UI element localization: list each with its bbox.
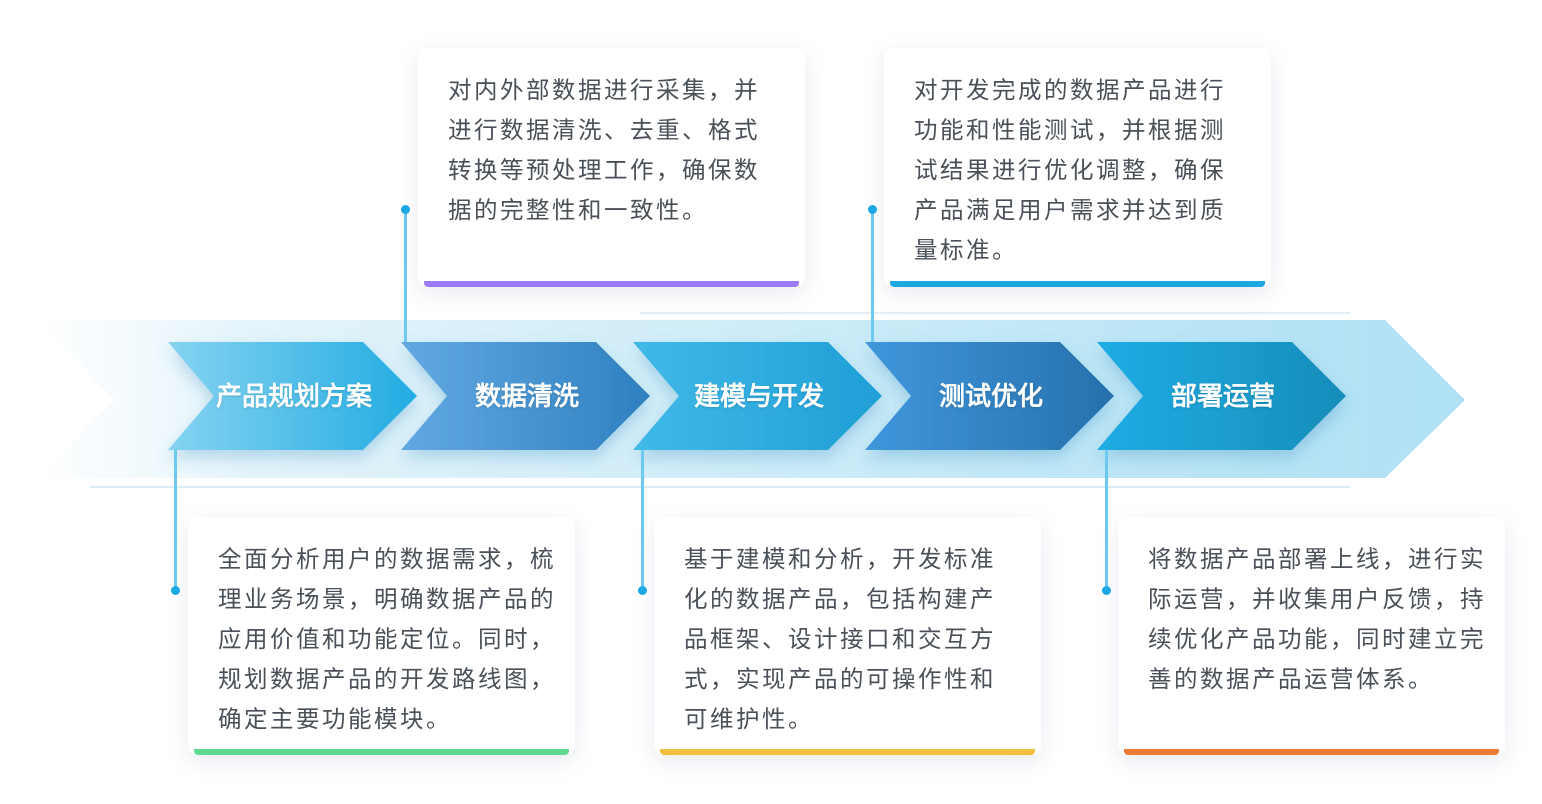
description-line: 理业务场景，明确数据产品的	[218, 585, 556, 613]
step-chevron	[865, 342, 1114, 450]
description-line: 规划数据产品的开发路线图，	[218, 665, 556, 693]
description-line: 应用价值和功能定位。同时，	[218, 625, 556, 653]
connector-dot	[868, 205, 877, 214]
step-label: 建模与开发	[693, 382, 824, 412]
connector-dot	[171, 586, 180, 595]
card-accent-bar	[1124, 749, 1499, 755]
connector-dot	[638, 586, 647, 595]
step-label: 测试优化	[938, 382, 1043, 412]
description-line: 产品满足用户需求并达到质	[914, 196, 1226, 224]
step-description-card: 对开发完成的数据产品进行功能和性能测试，并根据测试结果进行优化调整，确保产品满足…	[884, 48, 1271, 287]
connector-line	[871, 210, 874, 342]
step-label: 数据清洗	[474, 382, 579, 412]
step-description-card: 对内外部数据进行采集，并进行数据清洗、去重、格式转换等预处理工作，确保数据的完整…	[418, 48, 805, 287]
connector-dot	[401, 205, 410, 214]
step-description-card: 基于建模和分析，开发标准化的数据产品，包括构建产品框架、设计接口和交互方式，实现…	[654, 517, 1041, 755]
connector-line	[1105, 450, 1108, 590]
description-line: 进行数据清洗、去重、格式	[448, 116, 760, 144]
step-label: 产品规划方案	[215, 382, 372, 412]
description-line: 对内外部数据进行采集，并	[448, 76, 760, 104]
description-line: 善的数据产品运营体系。	[1148, 665, 1434, 693]
card-accent-bar	[424, 281, 799, 287]
step-label: 部署运营	[1170, 382, 1275, 412]
description-line: 据的完整性和一致性。	[448, 196, 708, 224]
description-line: 化的数据产品，包括构建产	[684, 585, 996, 613]
description-line: 可维护性。	[684, 705, 814, 733]
card-accent-bar	[660, 749, 1035, 755]
step-description-card: 全面分析用户的数据需求，梳理业务场景，明确数据产品的应用价值和功能定位。同时， 规…	[188, 517, 575, 755]
description-line: 确定主要功能模块。	[218, 705, 452, 733]
description-line: 品框架、设计接口和交互方	[684, 625, 996, 653]
connector-line	[404, 210, 407, 342]
card-accent-bar	[194, 749, 569, 755]
connector-dot	[1102, 586, 1111, 595]
step-description-card: 将数据产品部署上线，进行实际运营，并收集用户反馈，持续优化产品功能，同时建立完善…	[1118, 517, 1505, 755]
step-chevron	[633, 342, 882, 450]
description-line: 续优化产品功能，同时建立完	[1148, 625, 1486, 653]
description-line: 全面分析用户的数据需求，梳	[218, 545, 556, 573]
description-line: 基于建模和分析，开发标准	[684, 545, 996, 573]
description-line: 式，实现产品的可操作性和	[684, 665, 996, 693]
step-chevron	[401, 342, 650, 450]
connector-line	[174, 450, 177, 590]
description-line: 功能和性能测试，并根据测	[914, 116, 1226, 144]
card-accent-bar	[890, 281, 1265, 287]
step-chevron	[168, 342, 417, 450]
description-line: 际运营，并收集用户反馈，持	[1148, 585, 1486, 613]
description-line: 将数据产品部署上线，进行实	[1148, 545, 1486, 573]
description-line: 量标准。	[914, 236, 1018, 264]
description-line: 转换等预处理工作，确保数	[448, 156, 760, 184]
description-line: 试结果进行优化调整，确保	[914, 156, 1226, 184]
connector-line	[641, 450, 644, 590]
description-line: 对开发完成的数据产品进行	[914, 76, 1226, 104]
step-chevron	[1097, 342, 1346, 450]
